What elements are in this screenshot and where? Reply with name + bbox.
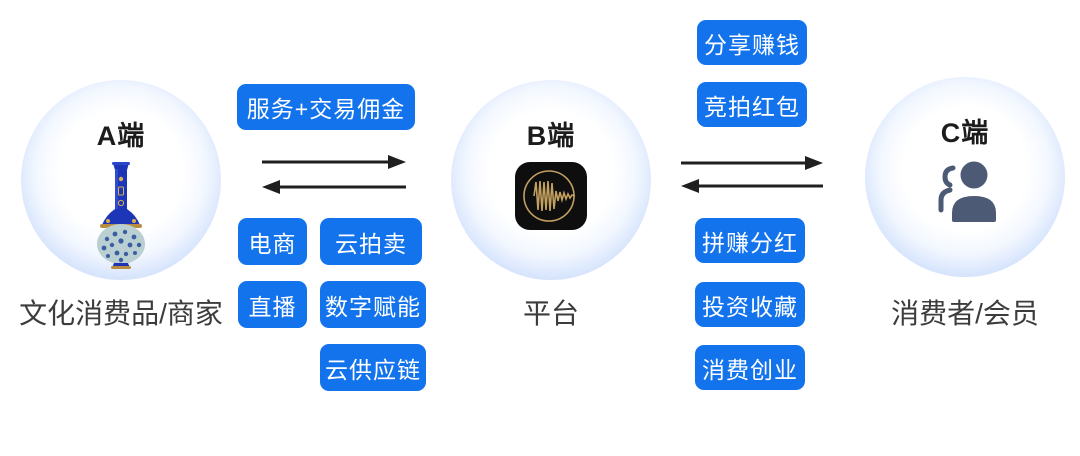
tag-share-earn: 分享赚钱 — [697, 20, 807, 65]
node-b-label: 平台 — [522, 298, 580, 329]
tag-service-commission: 服务+交易佣金 — [237, 84, 415, 130]
arrows-b-c — [681, 156, 823, 193]
people-icon — [931, 158, 999, 227]
arrow-right-icon — [262, 155, 406, 169]
node-b-bubble: B端 — [451, 80, 651, 280]
tag-consume-startup: 消费创业 — [695, 345, 805, 390]
tag-group-dividend: 拼赚分红 — [695, 218, 805, 263]
arrow-right-icon — [681, 156, 823, 170]
node-a-title: A端 — [96, 121, 146, 151]
node-c-label: 消费者/会员 — [891, 298, 1039, 329]
arrow-left-icon — [681, 179, 823, 193]
tag-livestream: 直播 — [238, 281, 307, 328]
platform-app-icon — [514, 161, 588, 236]
node-c-bubble: C端 — [865, 77, 1065, 277]
node-a-bubble: A端 — [21, 80, 221, 280]
vase-icon — [92, 161, 150, 274]
arrows-a-b — [262, 155, 406, 194]
tag-auction-redpacket: 竞拍红包 — [697, 82, 807, 127]
tag-digital-empowerment: 数字赋能 — [320, 281, 426, 328]
tag-cloud-auction: 云拍卖 — [320, 218, 422, 265]
tag-invest-collect: 投资收藏 — [695, 282, 805, 327]
tag-cloud-supply-chain: 云供应链 — [320, 344, 426, 391]
node-b-title: B端 — [526, 121, 576, 151]
arrow-left-icon — [262, 180, 406, 194]
tag-ecommerce: 电商 — [238, 218, 307, 265]
node-c-title: C端 — [940, 118, 990, 148]
node-a-label: 文化消费品/商家 — [19, 298, 223, 329]
